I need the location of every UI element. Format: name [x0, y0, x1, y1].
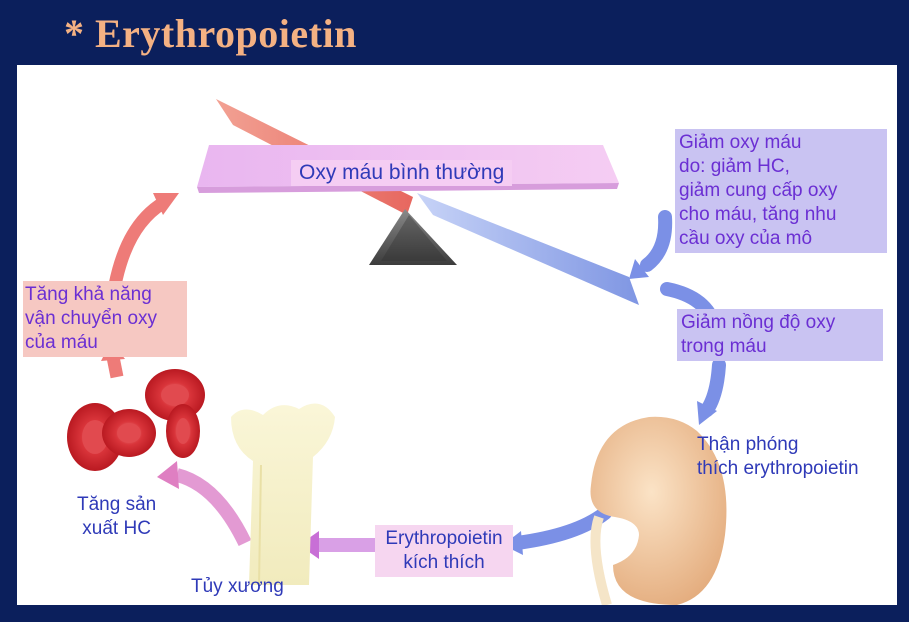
label-reduced-concentration: Giảm nồng độ oxy trong máu [677, 309, 883, 361]
seesaw-fulcrum [369, 209, 457, 265]
arrow-to-reduced-oxygen [640, 210, 673, 272]
arrow-to-rbc-production [157, 461, 252, 547]
arrow-to-normal-oxygen [108, 193, 179, 287]
slide-title: * Erythropoietin [64, 11, 357, 56]
label-increased-rbc: Tăng sản xuất HC [77, 494, 157, 539]
diagram-panel: Oxy máu bình thường Giảm oxy máu do: giả… [17, 65, 897, 605]
label-kidney-release: Thận phóng thích erythropoietin [697, 434, 859, 479]
label-increased-transport: Tăng khả năng vận chuyển oxy của máu [23, 281, 187, 357]
label-normal-oxygen: Oxy máu bình thường [291, 160, 513, 186]
bone-illustration [231, 403, 335, 586]
label-bone-marrow: Tủy xương [191, 576, 284, 597]
seesaw-blue-plank [417, 193, 639, 305]
label-epo-stimulates: Erythropoietin kích thích [375, 525, 513, 577]
kidney-illustration [590, 416, 727, 605]
red-blood-cells-illustration [67, 369, 205, 471]
label-low-oxygen: Giảm oxy máu do: giảm HC, giảm cung cấp … [675, 129, 887, 253]
